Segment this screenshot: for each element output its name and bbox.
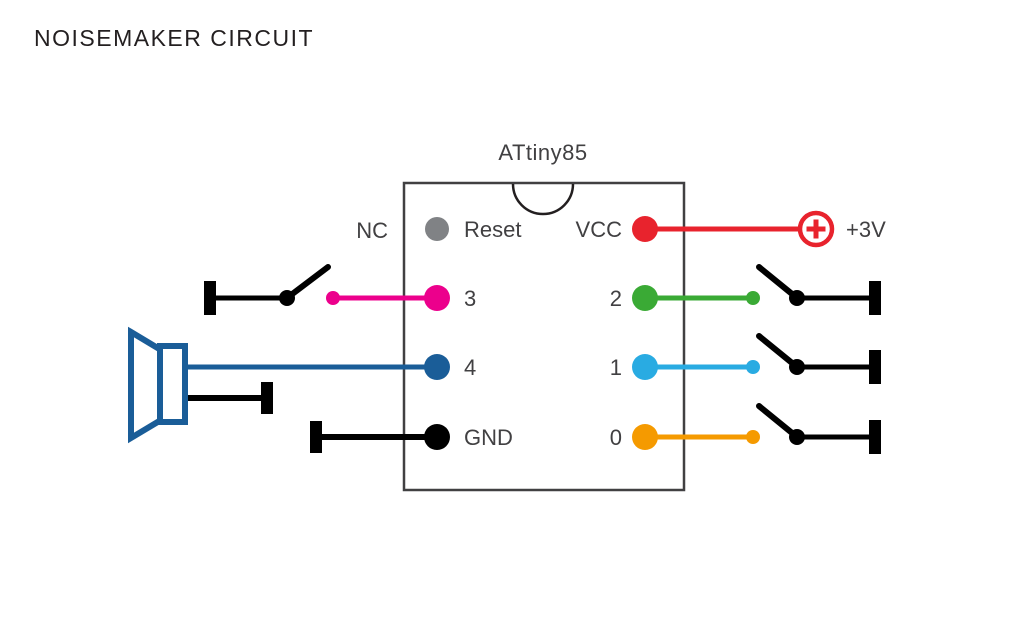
switch-pivot-dot bbox=[279, 290, 295, 306]
switch-lever-icon bbox=[756, 403, 800, 440]
pin-reset-label: Reset bbox=[464, 217, 521, 242]
pin1-wire-end-dot bbox=[746, 360, 760, 374]
nc-label: NC bbox=[356, 218, 388, 243]
pin-vcc-label: VCC bbox=[576, 217, 623, 242]
pin3-label: 3 bbox=[464, 286, 476, 311]
pin0-switch-group: 0 bbox=[610, 403, 881, 454]
terminal-bar-icon bbox=[261, 382, 273, 414]
pin1-switch-group: 1 bbox=[610, 333, 881, 384]
power-voltage-label: +3V bbox=[846, 217, 886, 242]
pin3-dot bbox=[424, 285, 450, 311]
pin2-label: 2 bbox=[610, 286, 622, 311]
speaker-cone-icon bbox=[128, 326, 164, 444]
terminal-bar-icon bbox=[204, 281, 216, 315]
pin4-label: 4 bbox=[464, 355, 476, 380]
chip-name-label: ATtiny85 bbox=[498, 140, 587, 165]
pin-gnd-label: GND bbox=[464, 425, 513, 450]
pin-reset-group: NC Reset bbox=[356, 217, 521, 243]
pin0-label: 0 bbox=[610, 425, 622, 450]
pin2-switch-group: 2 bbox=[610, 264, 881, 315]
pin-gnd-dot bbox=[424, 424, 450, 450]
terminal-bar-icon bbox=[869, 420, 881, 454]
terminal-bar-icon bbox=[869, 281, 881, 315]
chip-notch-icon bbox=[511, 183, 575, 216]
pin1-label: 1 bbox=[610, 355, 622, 380]
pin3-switch-group: 3 bbox=[204, 264, 476, 315]
pin4-speaker-group: 4 bbox=[128, 326, 476, 444]
terminal-bar-icon bbox=[310, 421, 322, 453]
pin4-dot bbox=[424, 354, 450, 380]
pin-vcc-group: VCC +3V bbox=[576, 210, 886, 248]
switch-lever-icon bbox=[756, 264, 800, 301]
pin-gnd-group: GND bbox=[310, 421, 513, 453]
switch-lever-icon bbox=[284, 264, 331, 301]
pin0-wire-end-dot bbox=[746, 430, 760, 444]
speaker-driver-icon bbox=[157, 343, 188, 425]
switch-lever-icon bbox=[756, 333, 800, 370]
page-title: NOISEMAKER CIRCUIT bbox=[34, 25, 314, 51]
terminal-bar-icon bbox=[869, 350, 881, 384]
pin-reset-dot bbox=[425, 217, 449, 241]
pin2-wire-end-dot bbox=[746, 291, 760, 305]
